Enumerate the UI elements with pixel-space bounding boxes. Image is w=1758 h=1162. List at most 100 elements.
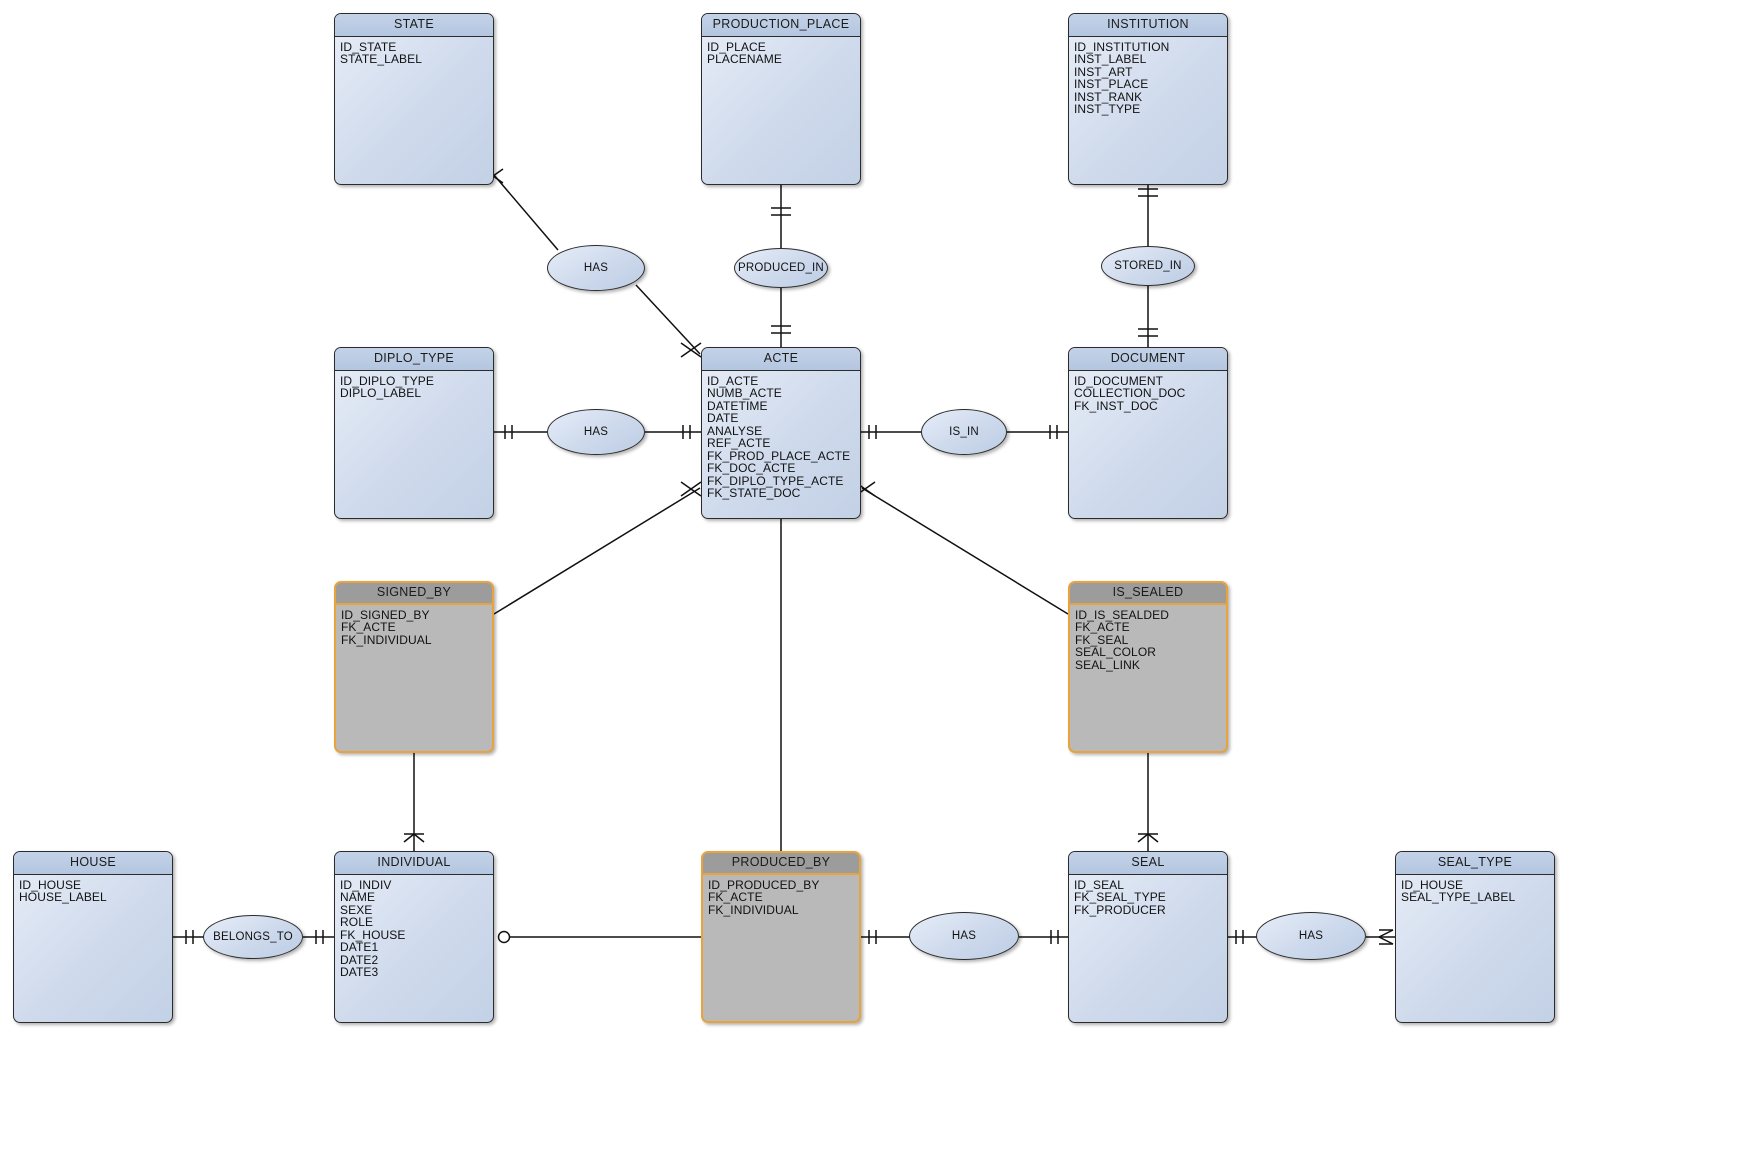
relationship-rel_belongs_to[interactable]: BELONGS_TO bbox=[203, 915, 303, 959]
relationship-rel_has_produced[interactable]: HAS bbox=[909, 912, 1019, 960]
card-diplotype bbox=[504, 425, 513, 439]
relationship-rel_has_diplo[interactable]: HAS bbox=[547, 409, 645, 455]
field-row: FK_DOC_ACTE bbox=[707, 461, 796, 476]
card-document-one-top bbox=[1138, 328, 1158, 337]
field-row: DATE1 bbox=[340, 940, 379, 955]
crowfoot-seal-issealed bbox=[1137, 833, 1159, 843]
field-row: INST_LABEL bbox=[1074, 52, 1147, 67]
card-place-one bbox=[771, 207, 791, 216]
relationship-rel_has_state[interactable]: HAS bbox=[547, 245, 645, 291]
field-row: ID_INSTITUTION bbox=[1074, 40, 1170, 54]
edge-has-acte-state bbox=[635, 284, 701, 355]
relationship-rel_has_sealtype[interactable]: HAS bbox=[1256, 912, 1366, 960]
relationship-label: STORED_IN bbox=[1114, 260, 1182, 272]
field-row: NUMB_ACTE bbox=[707, 386, 782, 401]
entity-title-house: HOUSE bbox=[14, 852, 172, 875]
field-row: SEAL_TYPE_LABEL bbox=[1401, 890, 1516, 905]
field-row: ID_INDIV bbox=[340, 878, 392, 892]
edge-signedby-acte bbox=[493, 487, 701, 615]
field-row: ID_DOCUMENT bbox=[1074, 374, 1164, 388]
relationship-rel_produced_in[interactable]: PRODUCED_IN bbox=[734, 248, 828, 288]
field-row: ID_SEAL bbox=[1074, 878, 1125, 892]
field-row: INST_TYPE bbox=[1074, 102, 1141, 117]
relationship-label: PRODUCED_IN bbox=[738, 262, 824, 274]
relationship-label: BELONGS_TO bbox=[213, 931, 293, 943]
field-row: ID_ACTE bbox=[707, 374, 759, 388]
field-row: INST_PLACE bbox=[1074, 77, 1149, 92]
relationship-label: HAS bbox=[1298, 930, 1324, 942]
card-individual-left bbox=[315, 930, 324, 944]
crowfoot-acte-state bbox=[680, 342, 702, 358]
card-seal-right bbox=[1235, 930, 1244, 944]
field-row: FK_PRODUCER bbox=[1074, 902, 1166, 917]
field-row: SEXE bbox=[340, 902, 373, 917]
edge-issealed-acte bbox=[861, 487, 1069, 615]
field-row: ROLE bbox=[340, 915, 374, 930]
entity-title-state: STATE bbox=[335, 14, 493, 37]
field-row: COLLECTION_DOC bbox=[1074, 386, 1186, 401]
relationship-rel_stored_in[interactable]: STORED_IN bbox=[1101, 246, 1195, 286]
entity-title-seal_type: SEAL_TYPE bbox=[1396, 852, 1554, 875]
field-row: DATE bbox=[707, 411, 739, 426]
entity-title-production_place: PRODUCTION_PLACE bbox=[702, 14, 860, 37]
card-acte-right bbox=[868, 425, 877, 439]
field-row: STATE_LABEL bbox=[340, 52, 423, 67]
entity-title-signed_by: SIGNED_BY bbox=[336, 583, 492, 605]
field-row: REF_ACTE bbox=[707, 436, 771, 451]
entity-title-individual: INDIVIDUAL bbox=[335, 852, 493, 875]
relationship-label: HAS bbox=[583, 262, 609, 274]
field-row: SEAL_COLOR bbox=[1075, 645, 1157, 660]
field-row: FK_PROD_PLACE_ACTE bbox=[707, 448, 851, 463]
relationship-label: IS_IN bbox=[949, 426, 979, 438]
field-row: FK_ACTE bbox=[341, 620, 396, 635]
card-zero-individual bbox=[497, 930, 511, 944]
field-row: FK_STATE_DOC bbox=[707, 486, 801, 501]
field-row: FK_INDIVIDUAL bbox=[341, 632, 432, 647]
field-row: FK_HOUSE bbox=[340, 927, 406, 942]
relationship-label: HAS bbox=[951, 930, 977, 942]
field-row: ANALYSE bbox=[707, 423, 763, 438]
card-producedby-right bbox=[868, 930, 877, 944]
card-document-left bbox=[1049, 425, 1058, 439]
crowfoot-individual-signedby bbox=[403, 833, 425, 843]
crowfoot-sealtype bbox=[1378, 929, 1394, 945]
field-row: FK_ACTE bbox=[708, 890, 763, 905]
card-institution-one bbox=[1138, 188, 1158, 197]
field-row: INST_ART bbox=[1074, 64, 1133, 79]
relationship-label: HAS bbox=[583, 426, 609, 438]
field-row: PLACENAME bbox=[707, 52, 782, 67]
field-row: FK_SEAL bbox=[1075, 632, 1129, 647]
edge-state-has bbox=[493, 174, 559, 251]
card-acte-one-top bbox=[771, 325, 791, 334]
entity-title-produced_by: PRODUCED_BY bbox=[703, 853, 859, 875]
field-row: ID_STATE bbox=[340, 40, 397, 54]
entity-title-diplo_type: DIPLO_TYPE bbox=[335, 348, 493, 371]
entity-title-institution: INSTITUTION bbox=[1069, 14, 1227, 37]
relationship-rel_is_in[interactable]: IS_IN bbox=[921, 409, 1007, 455]
field-row: ID_PRODUCED_BY bbox=[708, 878, 820, 892]
